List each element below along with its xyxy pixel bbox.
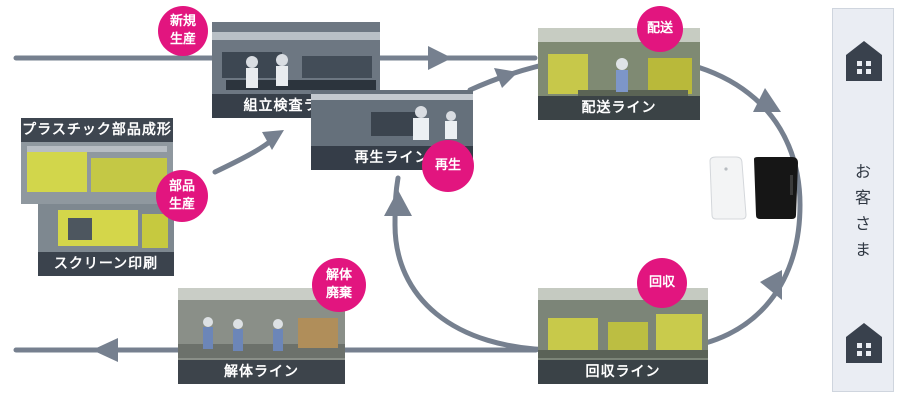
house-icon: [846, 323, 882, 363]
arrowhead-left-up: [384, 190, 412, 216]
customer-label-char: 客: [854, 188, 871, 207]
arrowhead-parts-feed: [262, 130, 284, 150]
house-icon: [846, 41, 882, 81]
regeneration-line-photo: 再生ライン: [311, 90, 473, 170]
arrowhead-right-lower: [760, 270, 782, 300]
delivery-line-label: 配送ライン: [538, 96, 700, 120]
router-icon: [709, 156, 798, 220]
parts-feed-arrow: [212, 137, 275, 175]
assembly-inspection-line-photo: 組立検査ライン: [212, 22, 380, 118]
screen-printing-label: スクリーン印刷: [38, 252, 174, 276]
dismantling-line-label: 解体ライン: [178, 360, 345, 384]
arrowhead-bottom-left: [92, 338, 118, 362]
dismantling-line-photo: 解体ライン: [178, 288, 345, 384]
badge-regeneration: 再生: [422, 140, 474, 192]
customer-label-char: さ: [854, 214, 871, 233]
plastic-parts-molding-label: プラスチック部品成形: [21, 118, 173, 142]
arrowhead-top-mid: [428, 46, 452, 70]
badge-dismantle-dispose: 解体 廃棄: [312, 258, 366, 312]
customer-panel: お 客 さ ま: [832, 8, 894, 392]
screen-printing-photo: スクリーン印刷: [38, 204, 174, 276]
collection-line-photo: 回収ライン: [538, 288, 708, 384]
badge-new-production: 新規 生産: [158, 6, 208, 56]
arrowhead-to-delivery: [494, 68, 518, 88]
arrowhead-right-upper: [753, 88, 781, 112]
collection-line-label: 回収ライン: [538, 360, 708, 384]
customer-label: お 客 さ ま: [833, 159, 893, 263]
badge-parts-production: 部品 生産: [156, 170, 208, 222]
customer-label-char: お: [854, 162, 871, 181]
badge-delivery: 配送: [637, 6, 683, 52]
badge-collection: 回収: [637, 258, 687, 308]
customer-label-char: ま: [854, 240, 871, 259]
plastic-parts-molding-photo: プラスチック部品成形: [21, 118, 173, 204]
